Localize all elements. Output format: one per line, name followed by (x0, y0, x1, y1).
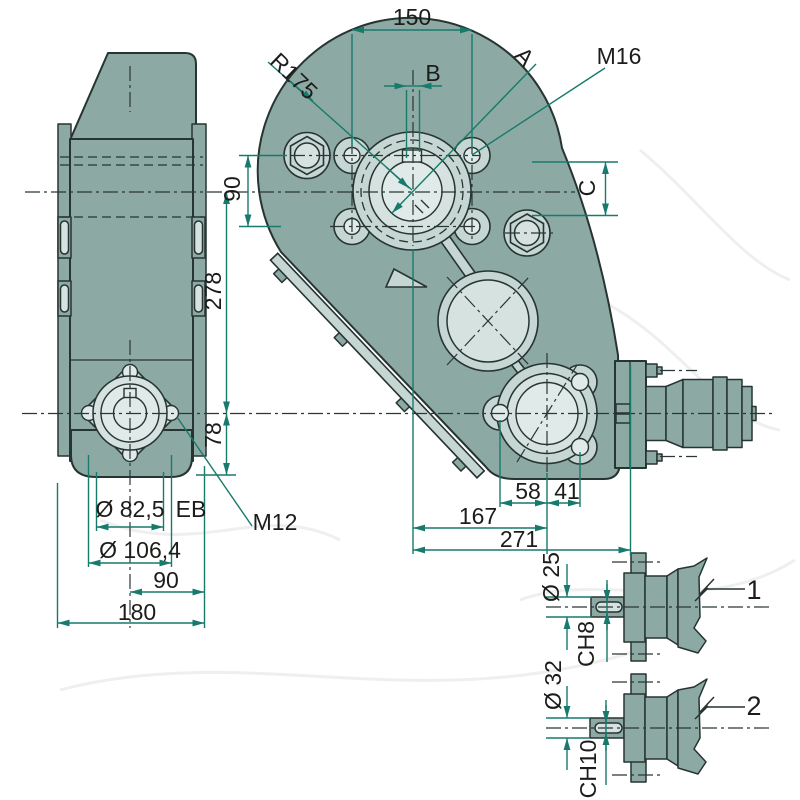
side-view-flange-slots (57, 216, 206, 317)
dim-dia-82-5: Ø 82,5 (95, 496, 164, 522)
dim-dia-32: Ø 32 (540, 660, 566, 710)
leader-item2 (694, 696, 745, 720)
dim-271: 271 (500, 526, 538, 552)
dim-78: 78 (200, 422, 226, 448)
input-flange (333, 131, 491, 251)
dim-ch8: CH8 (573, 621, 599, 667)
dim-150: 150 (393, 4, 431, 30)
oblique-cover-strip (269, 252, 486, 479)
item-label-2: 2 (746, 691, 761, 721)
leader-item1 (694, 578, 745, 602)
dim-167: 167 (459, 503, 497, 529)
watermark (59, 148, 796, 692)
item-label-1: 1 (746, 575, 761, 605)
leader-m12 (176, 416, 253, 527)
dim-b: B (425, 60, 440, 86)
leader-m16 (471, 67, 606, 156)
dim-90-bottom: 90 (153, 567, 179, 593)
dim-ch10: CH10 (575, 740, 601, 799)
dim-278: 278 (200, 272, 226, 310)
front-view (256, 16, 757, 480)
dimension-lines (56, 26, 745, 785)
dim-90-vertical: 90 (219, 176, 245, 202)
leader-a (391, 63, 537, 214)
dim-m16: M16 (597, 43, 642, 69)
dim-dia-106-4: Ø 106,4 (99, 537, 181, 563)
side-view-top-block (69, 52, 197, 141)
dim-c: C (574, 180, 600, 197)
side-view (57, 52, 207, 478)
triangle-mark (384, 267, 428, 288)
dim-m12: M12 (253, 509, 298, 535)
dim-58: 58 (515, 478, 541, 504)
dim-eb: EB (176, 496, 207, 522)
centerlines (22, 66, 772, 776)
dim-180: 180 (118, 599, 156, 625)
dim-dia-25: Ø 25 (538, 552, 564, 602)
dim-41: 41 (554, 478, 580, 504)
